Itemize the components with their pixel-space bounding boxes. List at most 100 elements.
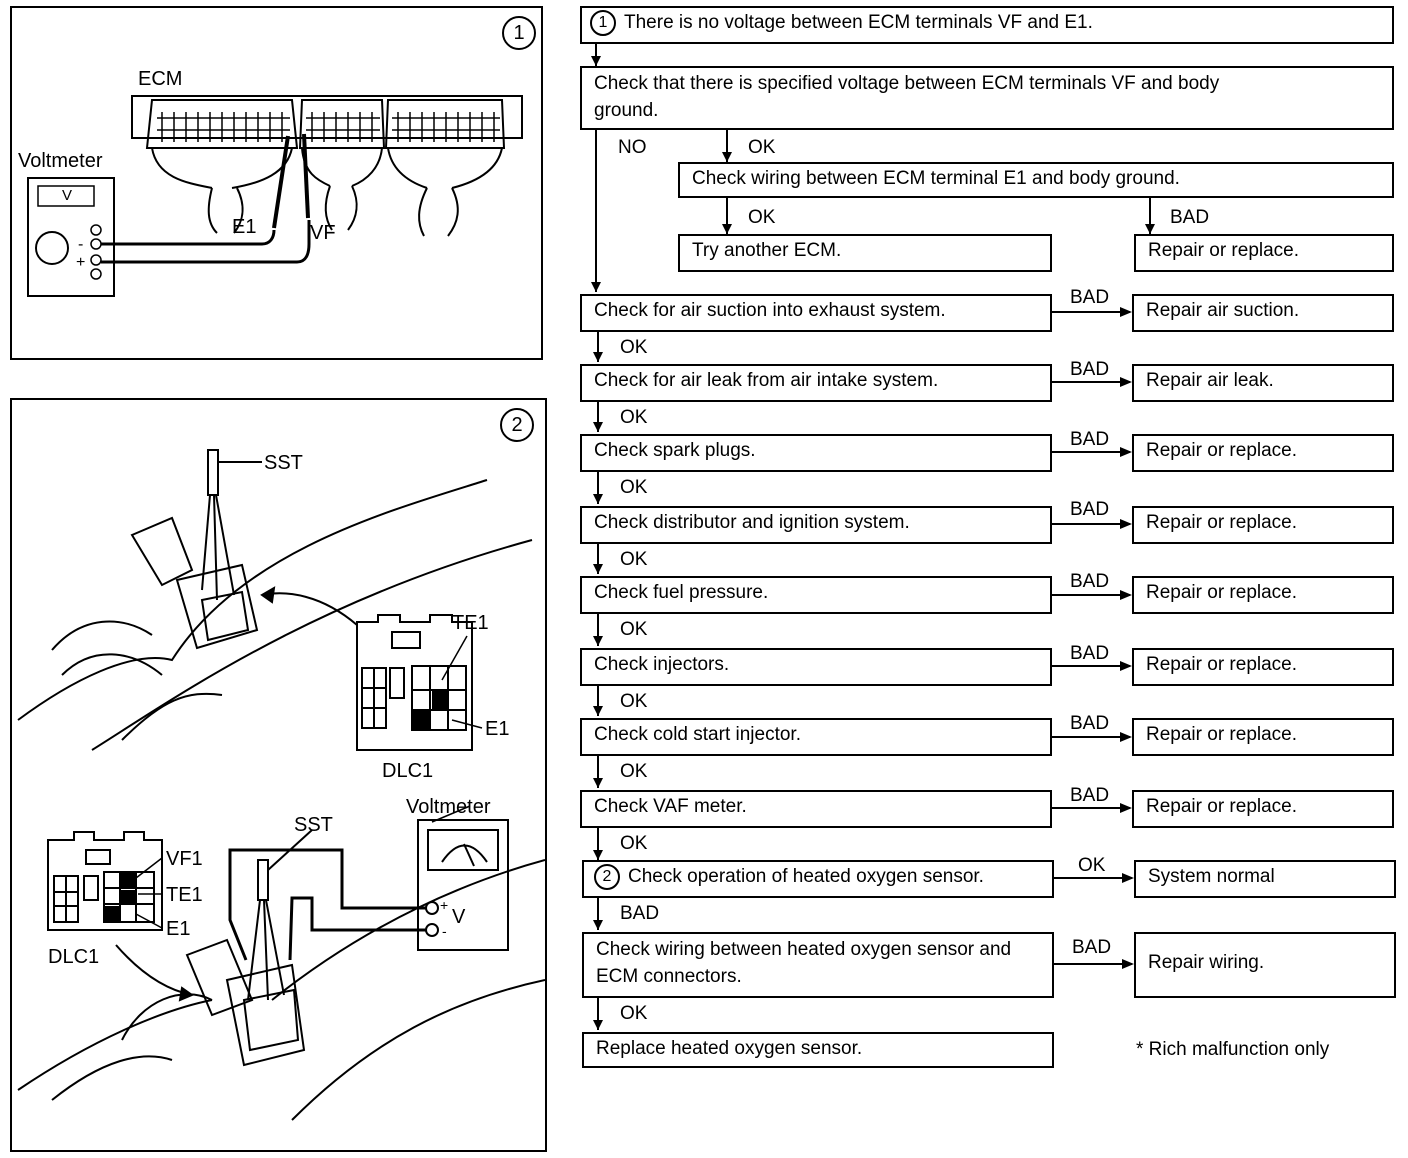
- plus-label: +: [76, 254, 86, 271]
- e1-label-top: E1: [485, 718, 510, 740]
- check-vf-box: Check that there is specified voltage be…: [580, 66, 1394, 130]
- e1-terminal-label: E1: [232, 216, 257, 238]
- step-number-2: 2: [594, 864, 620, 890]
- system-normal-text: System normal: [1148, 866, 1275, 887]
- step-ok-label: OK: [620, 619, 648, 640]
- check-wiring-e1-text: Check wiring between ECM terminal E1 and…: [692, 168, 1180, 189]
- step-check-text: Check spark plugs.: [594, 440, 756, 461]
- voltmeter-label: Voltmeter: [18, 150, 103, 172]
- step-check-box: Check cold start injector.: [580, 718, 1052, 756]
- vf1-label: VF1: [166, 848, 203, 870]
- step-result-text: Repair or replace.: [1146, 724, 1298, 745]
- step-bad-label: BAD: [1070, 429, 1110, 450]
- repair-wiring-box: Repair wiring.: [1134, 932, 1396, 998]
- step-check-box: Check fuel pressure.: [580, 576, 1052, 614]
- start-box: 1 There is no voltage between ECM termina…: [580, 6, 1394, 44]
- step-check-box: Check distributor and ignition system.: [580, 506, 1052, 544]
- te1-label-bottom: TE1: [166, 884, 203, 906]
- wiring-bad-label: BAD: [1072, 937, 1112, 958]
- ok-label-1: OK: [748, 137, 776, 158]
- step-ok-label: OK: [620, 761, 648, 782]
- e1-label-bottom: E1: [166, 918, 191, 940]
- no-label: NO: [618, 137, 647, 158]
- ecm-connector-middle: [298, 99, 386, 231]
- step-check-box: Check spark plugs.: [580, 434, 1052, 472]
- step-result-box: Repair or replace.: [1132, 576, 1394, 614]
- step-check-text: Check for air suction into exhaust syste…: [594, 300, 946, 321]
- step-result-box: Repair or replace.: [1132, 506, 1394, 544]
- repair-wiring-text: Repair wiring.: [1148, 952, 1265, 973]
- voltmeter-label-bottom: Voltmeter: [406, 796, 491, 818]
- v-label-bottom: V: [452, 906, 466, 928]
- repair-replace-text-1: Repair or replace.: [1148, 240, 1300, 261]
- step-result-text: Repair or replace.: [1146, 654, 1298, 675]
- panel-number-2: 2: [500, 408, 534, 442]
- dlc1-sst-illustration: [17, 449, 545, 1121]
- replace-sensor-text: Replace heated oxygen sensor.: [596, 1038, 863, 1059]
- step-bad-label: BAD: [1070, 713, 1110, 734]
- step-result-box: Repair air leak.: [1132, 364, 1394, 402]
- dlc1-label-bottom: DLC1: [48, 946, 100, 968]
- minus-label-bottom: -: [442, 923, 447, 939]
- step-result-text: Repair or replace.: [1146, 796, 1298, 817]
- try-ecm-box: Try another ECM.: [678, 234, 1052, 272]
- step-check-text: Check for air leak from air intake syste…: [594, 370, 939, 391]
- step-result-box: Repair or replace.: [1132, 718, 1394, 756]
- step-ok-label: OK: [620, 549, 648, 570]
- replace-sensor-box: Replace heated oxygen sensor.: [582, 1032, 1054, 1068]
- step-check-box: Check for air suction into exhaust syste…: [580, 294, 1052, 332]
- system-normal-box: System normal: [1134, 860, 1396, 898]
- step-check-box: Check VAF meter.: [580, 790, 1052, 828]
- step-result-box: Repair air suction.: [1132, 294, 1394, 332]
- check-vf-text: Check that there is specified voltage be…: [594, 73, 1220, 121]
- wiring-ok-label: OK: [620, 1003, 648, 1024]
- meter-v-label: V: [62, 187, 73, 204]
- check-wiring-e1-box: Check wiring between ECM terminal E1 and…: [678, 162, 1394, 198]
- sst-label-bottom: SST: [294, 814, 333, 836]
- dlc1-label-top: DLC1: [382, 760, 434, 782]
- vf-terminal-label: VF: [310, 222, 336, 244]
- repair-replace-box-1: Repair or replace.: [1134, 234, 1394, 272]
- step-number-1: 1: [590, 10, 616, 36]
- step-result-text: Repair or replace.: [1146, 440, 1298, 461]
- step-result-text: Repair or replace.: [1146, 512, 1298, 533]
- sst-label-top: SST: [264, 452, 303, 474]
- step-ok-label: OK: [620, 337, 648, 358]
- panel-number-1: 1: [502, 16, 536, 50]
- step-result-box: Repair or replace.: [1132, 434, 1394, 472]
- start-text: There is no voltage between ECM terminal…: [624, 12, 1093, 34]
- step-result-box: Repair or replace.: [1132, 648, 1394, 686]
- ok-label-2: OK: [748, 207, 776, 228]
- figure-panel-2: 2: [10, 398, 547, 1152]
- step-check-text: Check fuel pressure.: [594, 582, 769, 603]
- step-result-box: Repair or replace.: [1132, 790, 1394, 828]
- step-bad-label: BAD: [1070, 643, 1110, 664]
- o2-ok-label: OK: [1078, 855, 1106, 876]
- check-wiring-o2-text: Check wiring between heated oxygen senso…: [596, 939, 1012, 987]
- figure-panel-1: 1: [10, 6, 543, 360]
- step-check-box: Check for air leak from air intake syste…: [580, 364, 1052, 402]
- step-ok-label: OK: [620, 477, 648, 498]
- step-check-box: Check injectors.: [580, 648, 1052, 686]
- step-bad-label: BAD: [1070, 359, 1110, 380]
- ecm-connector-left: [145, 99, 299, 234]
- step-check-text: Check VAF meter.: [594, 796, 747, 817]
- step-check-text: Check distributor and ignition system.: [594, 512, 910, 533]
- footnote: * Rich malfunction only: [1136, 1039, 1330, 1060]
- ecm-voltmeter-illustration: [27, 95, 523, 297]
- step-bad-label: BAD: [1070, 571, 1110, 592]
- step-bad-label: BAD: [1070, 287, 1110, 308]
- step-bad-label: BAD: [1070, 785, 1110, 806]
- plus-label-bottom: +: [440, 897, 449, 913]
- step-result-text: Repair air leak.: [1146, 370, 1274, 391]
- step-result-text: Repair or replace.: [1146, 582, 1298, 603]
- try-ecm-text: Try another ECM.: [692, 240, 842, 261]
- step-ok-label: OK: [620, 691, 648, 712]
- ecm-label: ECM: [138, 68, 183, 90]
- check-wiring-o2-box: Check wiring between heated oxygen senso…: [582, 932, 1054, 998]
- o2-bad-label: BAD: [620, 903, 660, 924]
- ecm-connector-right: [384, 99, 506, 237]
- step-bad-label: BAD: [1070, 499, 1110, 520]
